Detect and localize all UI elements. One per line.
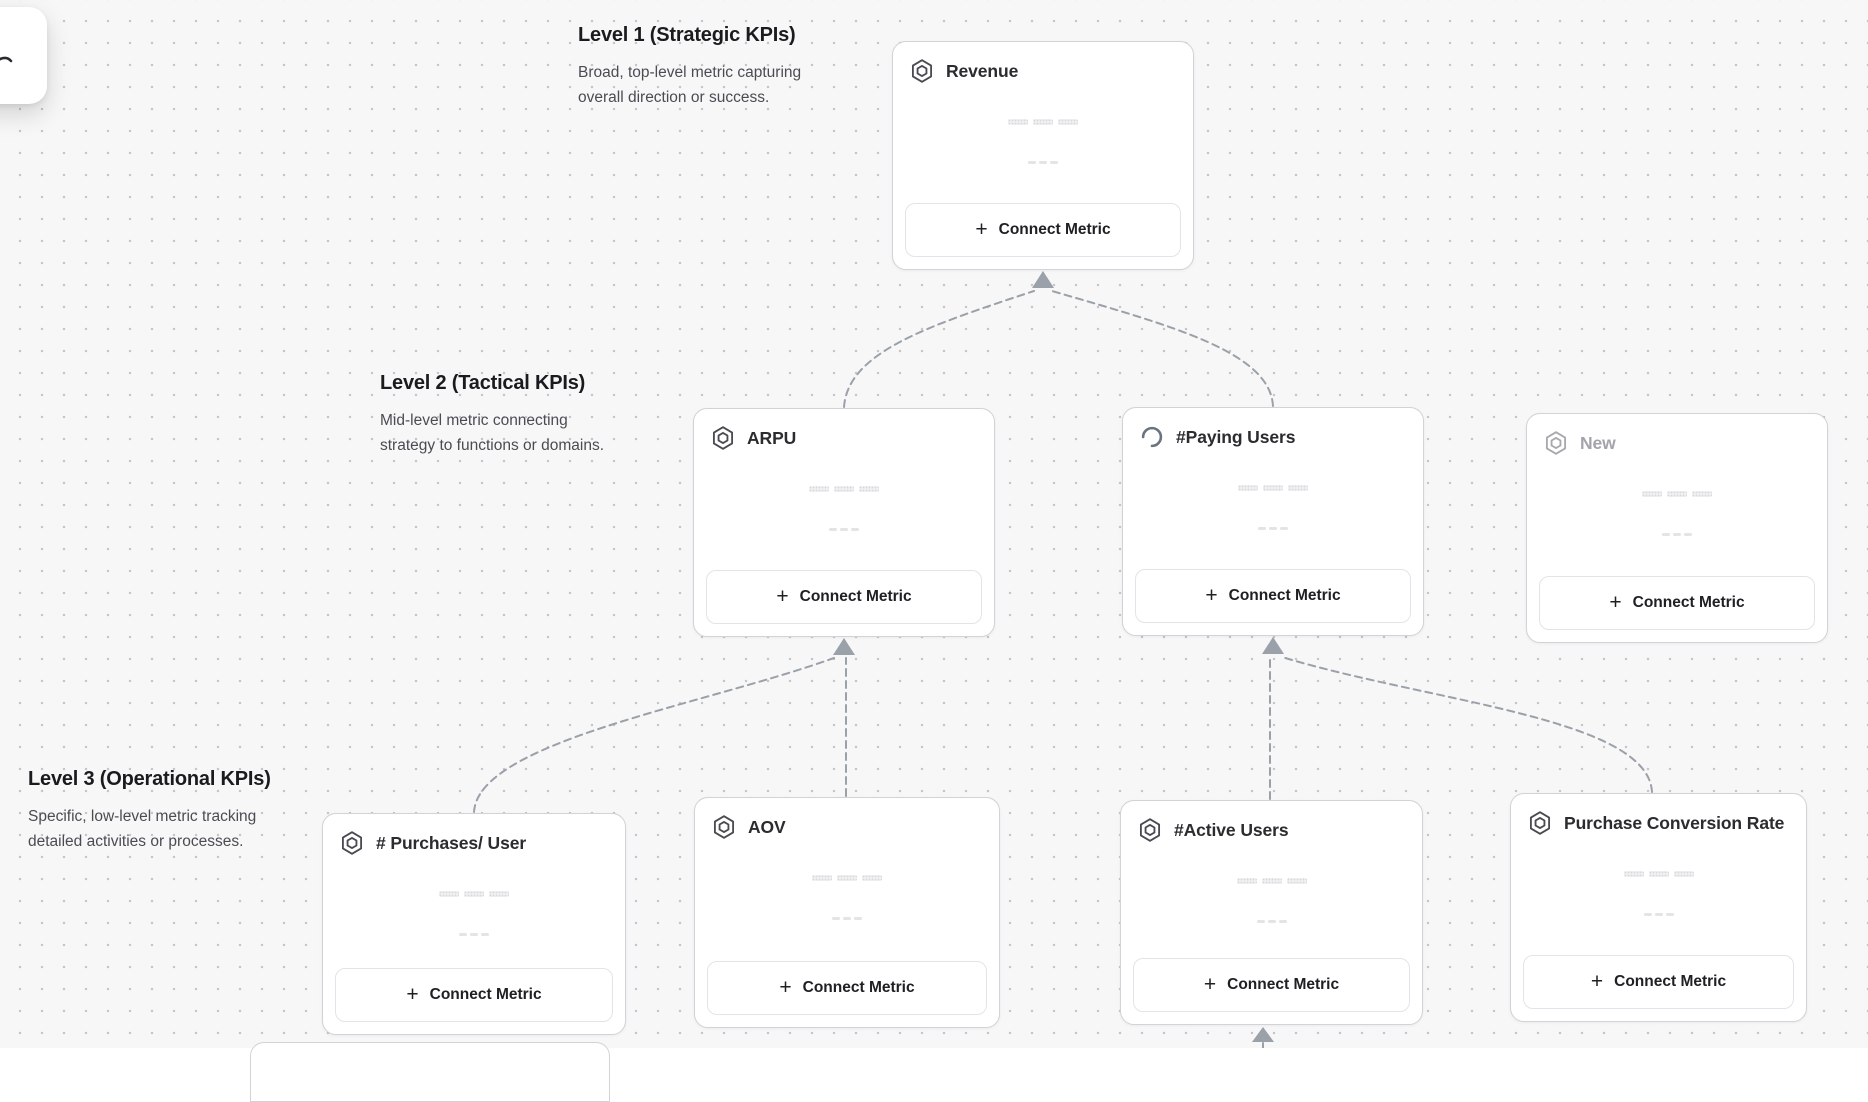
plus-icon: + (1203, 972, 1217, 996)
edge-paying-users-to-revenue (1051, 290, 1274, 407)
connect-metric-label: Connect Metric (1632, 594, 1745, 611)
level-1-label: Level 1 (Strategic KPIs) Broad, top-leve… (578, 24, 834, 110)
plus-icon: + (779, 975, 792, 999)
node-purchases-user[interactable]: # Purchases/ User + Connect Metric (322, 813, 626, 1035)
connect-metric-label: Connect Metric (1227, 976, 1340, 993)
node-partial-bottom[interactable] (250, 1042, 610, 1102)
node-title: Revenue (946, 60, 1019, 81)
level-2-description: Mid-level metric connecting strategy to … (380, 412, 605, 454)
level-1-title: Level 1 (Strategic KPIs) (578, 24, 796, 46)
connect-metric-button[interactable]: + Connect Metric (335, 968, 613, 1022)
plus-icon: + (406, 982, 419, 1006)
node-aov[interactable]: AOV + Connect Metric (694, 797, 1000, 1028)
hexagon-icon (710, 425, 736, 451)
arrow-into-active-users (1252, 1027, 1274, 1042)
cursor-icon (0, 56, 13, 63)
node-title: AOV (748, 816, 786, 837)
edge-purchases-user-to-arpu (473, 657, 835, 813)
node-paying-users[interactable]: #Paying Users + Connect Metric (1122, 407, 1424, 636)
connect-metric-button[interactable]: + Connect Metric (1523, 955, 1794, 1009)
connect-metric-label: Connect Metric (429, 986, 542, 1003)
arrow-into-paying-users (1262, 637, 1284, 654)
node-arpu[interactable]: ARPU + Connect Metric (693, 408, 995, 637)
hexagon-icon (1527, 810, 1553, 836)
node-title: #Active Users (1174, 819, 1289, 840)
hexagon-icon (1137, 817, 1163, 843)
toolbar-button[interactable] (0, 7, 47, 104)
loading-spinner-icon (1139, 424, 1165, 450)
node-title: #Paying Users (1176, 426, 1296, 447)
node-title: Purchase Conversion Rate (1564, 812, 1785, 833)
level-3-description: Specific, low-level metric tracking deta… (28, 808, 257, 850)
connect-metric-button[interactable]: + Connect Metric (1539, 576, 1815, 630)
connect-metric-label: Connect Metric (799, 588, 912, 605)
connect-metric-button[interactable]: + Connect Metric (1133, 958, 1410, 1012)
arrow-into-arpu (833, 638, 855, 655)
node-title: # Purchases/ User (376, 832, 527, 853)
hexagon-icon (711, 814, 737, 840)
edge-arpu-to-revenue (843, 290, 1035, 408)
level-2-title: Level 2 (Tactical KPIs) (380, 372, 586, 394)
node-title: ARPU (747, 427, 797, 448)
plus-icon: + (776, 584, 789, 608)
hexagon-icon (909, 58, 935, 84)
plus-icon: + (975, 217, 988, 241)
node-active-users[interactable]: #Active Users + Connect Metric (1120, 800, 1423, 1025)
plus-icon: + (1590, 969, 1604, 993)
level-2-label: Level 2 (Tactical KPIs) Mid-level metric… (380, 372, 622, 458)
connect-metric-label: Connect Metric (1228, 587, 1341, 604)
plus-icon: + (1609, 590, 1622, 614)
connect-metric-label: Connect Metric (1614, 973, 1727, 990)
connect-metric-label: Connect Metric (998, 221, 1111, 238)
connect-metric-button[interactable]: + Connect Metric (707, 961, 987, 1015)
connect-metric-button[interactable]: + Connect Metric (905, 203, 1181, 257)
connect-metric-button[interactable]: + Connect Metric (706, 570, 982, 624)
node-new[interactable]: New + Connect Metric (1526, 413, 1828, 643)
connect-metric-button[interactable]: + Connect Metric (1135, 569, 1411, 623)
hexagon-icon (339, 830, 365, 856)
level-3-title: Level 3 (Operational KPIs) (28, 768, 271, 790)
hexagon-icon (1543, 430, 1569, 456)
arrow-into-revenue (1032, 271, 1054, 288)
plus-icon: + (1205, 583, 1218, 607)
node-purchase-conversion-rate[interactable]: Purchase Conversion Rate + Connect Metri… (1510, 793, 1807, 1022)
connect-metric-label: Connect Metric (802, 979, 915, 996)
level-3-label: Level 3 (Operational KPIs) Specific, low… (28, 768, 300, 854)
node-revenue[interactable]: Revenue + Connect Metric (892, 41, 1194, 270)
node-title: New (1580, 432, 1616, 453)
level-1-description: Broad, top-level metric capturing overal… (578, 64, 802, 106)
edge-pcr-to-paying-users (1281, 656, 1653, 793)
